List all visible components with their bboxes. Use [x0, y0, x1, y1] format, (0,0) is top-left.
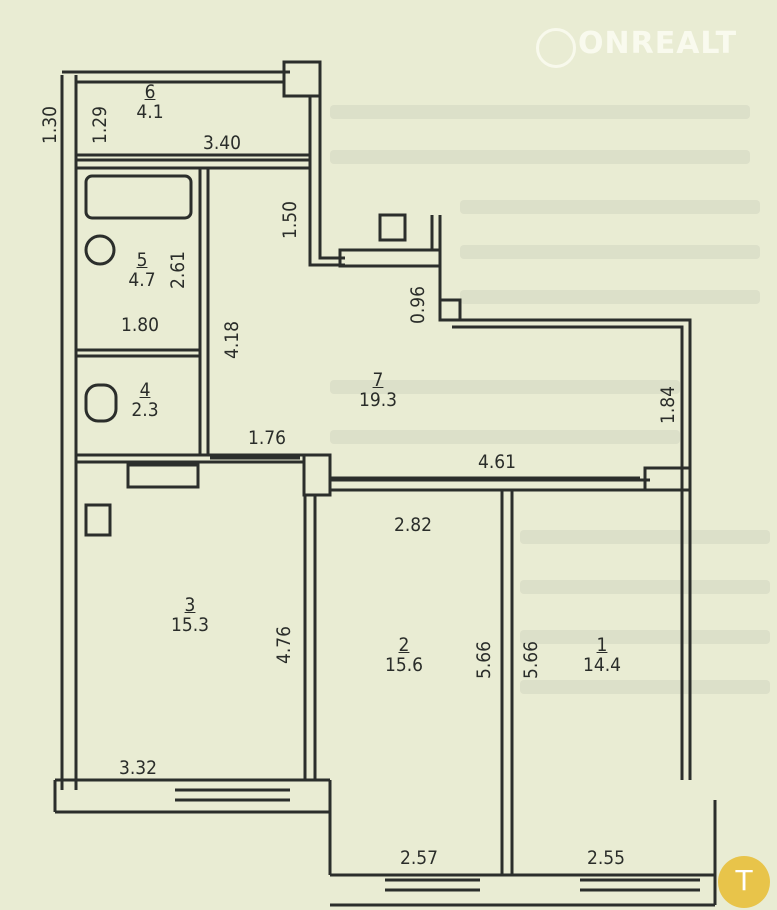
wall-corridor: [308, 96, 345, 267]
shower-box: [126, 463, 200, 489]
wall-top: [62, 70, 290, 84]
wall-2-1: [500, 490, 514, 875]
wall-room3-bottom: [53, 778, 332, 875]
wall-living-top: [330, 478, 650, 492]
dim-2-82: 2.82: [393, 514, 433, 536]
sink: [84, 234, 116, 266]
column-small: [438, 298, 462, 322]
wall-bottom: [330, 800, 717, 907]
column-2: [643, 466, 692, 492]
dim-3-32: 3.32: [118, 757, 158, 779]
dim-1-29: 1.29: [89, 105, 111, 145]
stove: [84, 503, 112, 537]
dim-2-55: 2.55: [586, 847, 626, 869]
dim-5-66-left: 5.66: [473, 640, 495, 680]
dim-4-76: 4.76: [273, 625, 295, 665]
radiator: [378, 213, 407, 242]
dim-2-61: 2.61: [167, 250, 189, 290]
translate-badge-button[interactable]: T: [718, 856, 770, 908]
dim-3-40: 3.40: [202, 132, 242, 154]
watermark-house-icon: [536, 28, 576, 68]
dim-1-84: 1.84: [657, 385, 679, 425]
column: [302, 453, 332, 497]
toilet: [84, 383, 118, 423]
wall-room6-bottom: [76, 158, 310, 170]
dim-1-30: 1.30: [39, 105, 61, 145]
dim-4-18: 4.18: [221, 320, 243, 360]
bathtub: [84, 174, 193, 220]
shaft-box-2: [338, 248, 442, 268]
wall-4-bottom: [76, 453, 305, 464]
dim-1-76: 1.76: [247, 427, 287, 449]
dim-5-66-right: 5.66: [520, 640, 542, 680]
dim-0-96: 0.96: [407, 285, 429, 325]
watermark: ONREALT: [578, 26, 738, 61]
shaft-box: [282, 60, 322, 98]
window-1: [580, 878, 700, 892]
window-2: [385, 878, 480, 892]
dim-1-80: 1.80: [120, 314, 160, 336]
window-3: [175, 788, 290, 802]
dim-4-61: 4.61: [477, 451, 517, 473]
dim-2-57: 2.57: [399, 847, 439, 869]
wall-left: [60, 75, 78, 790]
dim-1-50: 1.50: [279, 200, 301, 240]
wall-3-2: [303, 495, 317, 780]
wall-right-upper: [430, 215, 692, 780]
wall-5-4: [76, 348, 200, 358]
wall-bath: [198, 168, 210, 455]
